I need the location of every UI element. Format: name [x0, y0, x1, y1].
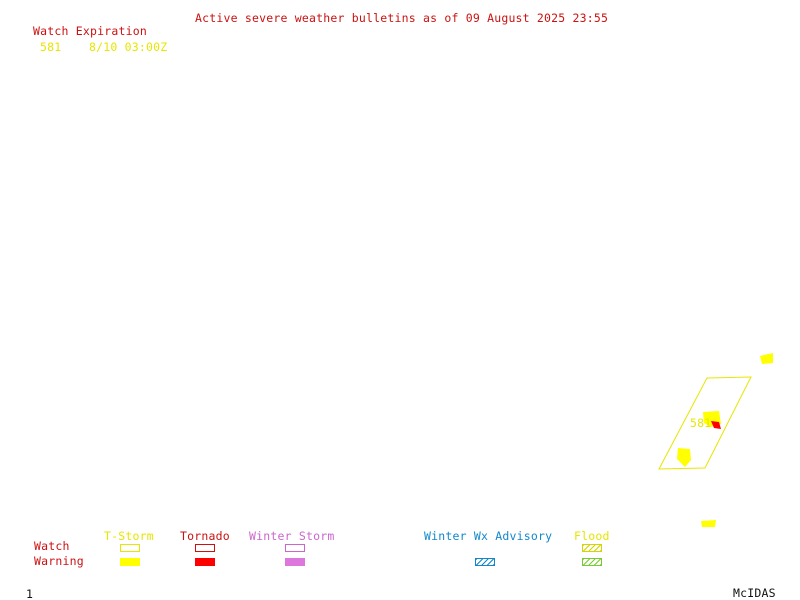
legend-winter-adv-warning-swatch — [475, 558, 495, 566]
tstorm-warning-southeast — [701, 520, 716, 527]
legend-watch-row-label: Watch — [34, 539, 70, 553]
bulletin-title: Active severe weather bulletins as of 09… — [195, 11, 609, 25]
watch-expiration-time: 8/10 03:00Z — [89, 40, 168, 54]
legend-tstorm-watch-swatch — [120, 544, 140, 552]
legend-flood-label: Flood — [574, 529, 610, 543]
watch-box-581 — [658, 376, 752, 470]
legend-tstorm-label: T-Storm — [104, 529, 154, 543]
legend-winter-storm-watch-swatch — [285, 544, 305, 552]
tornado-warning — [711, 421, 721, 429]
legend-winter-storm-label: Winter Storm — [249, 529, 335, 543]
watch-box-label: 581 — [690, 416, 712, 430]
legend-tornado-warning-swatch — [195, 558, 215, 566]
legend-tornado-label: Tornado — [180, 529, 230, 543]
frame-number: 1 — [26, 587, 34, 600]
watch-id: 581 — [40, 40, 62, 54]
legend-tornado-watch-swatch — [195, 544, 215, 552]
legend-flood-warning-swatch — [582, 558, 602, 566]
tstorm-warning-south — [677, 448, 691, 467]
legend-warning-row-label: Warning — [34, 554, 84, 568]
legend-winter-storm-warning-swatch — [285, 558, 305, 566]
legend-tstorm-warning-swatch — [120, 558, 140, 566]
legend-winter-adv-label: Winter Wx Advisory — [424, 529, 553, 543]
tstorm-warning-east — [760, 353, 773, 364]
watch-expiration-heading: Watch Expiration — [33, 24, 147, 38]
mcidas-brand: McIDAS — [733, 586, 776, 600]
legend-flood-watch-swatch — [582, 544, 602, 552]
